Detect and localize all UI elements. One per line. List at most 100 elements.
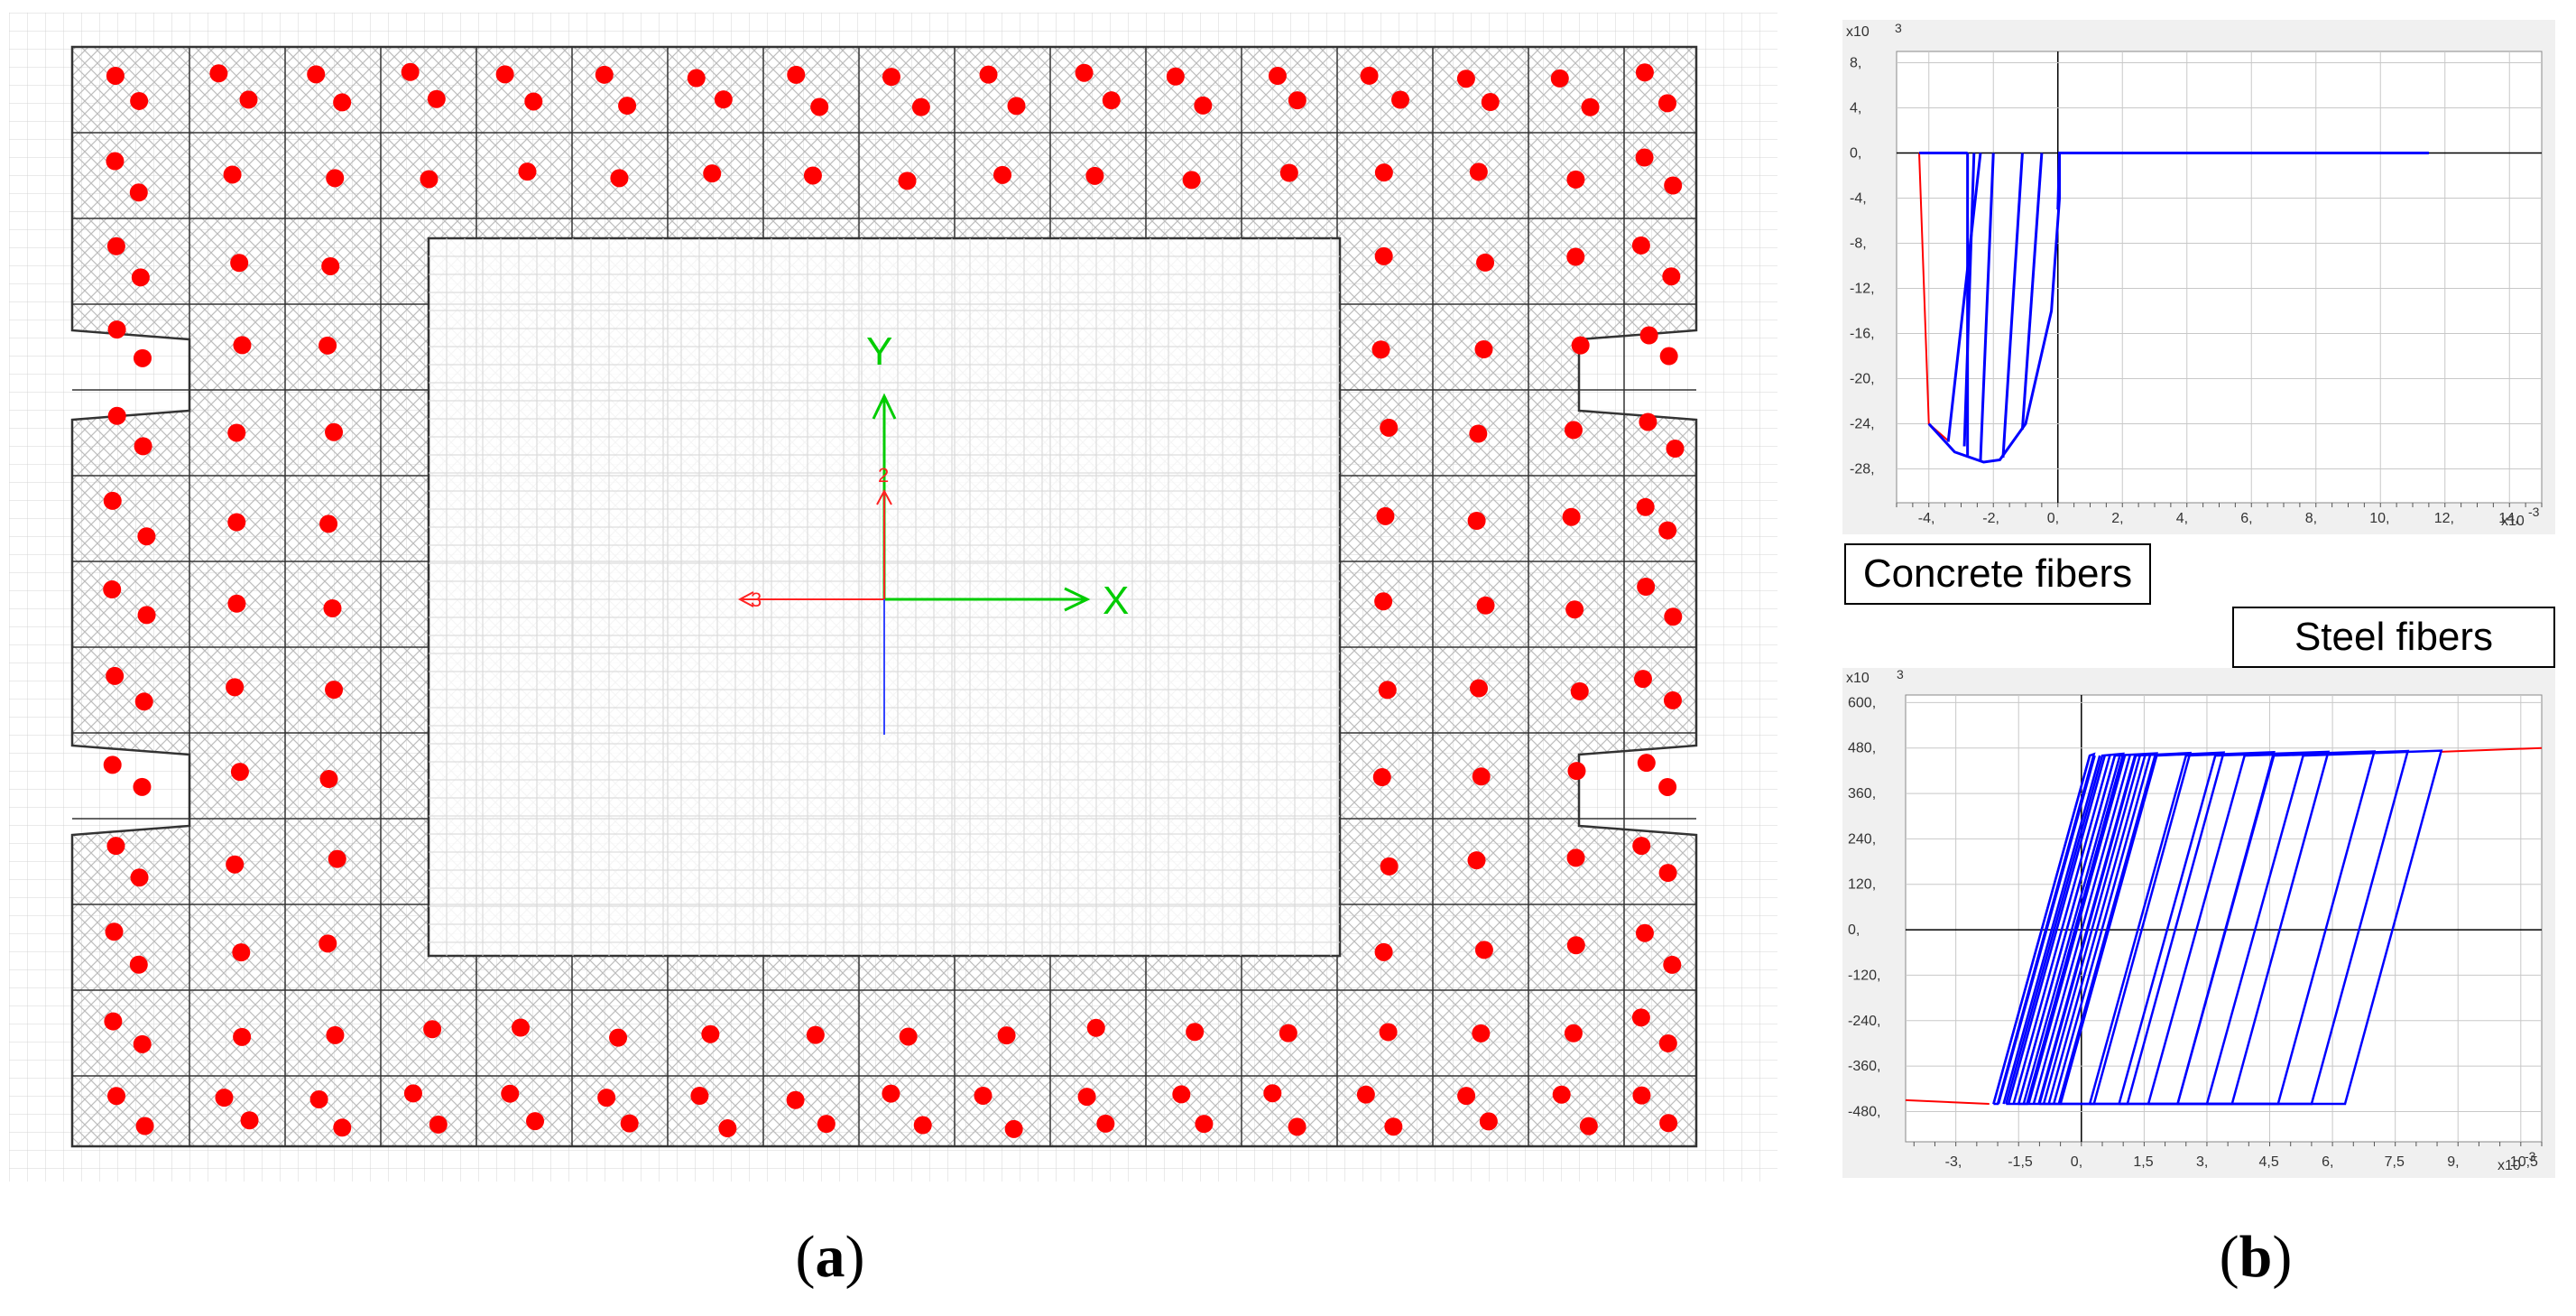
- rebar-dot: [810, 97, 829, 116]
- rebar-dot: [1007, 97, 1026, 116]
- steel-y-multiplier: x10: [1846, 671, 1870, 686]
- rebar-dot: [1279, 1024, 1297, 1043]
- rebar-dot: [427, 89, 446, 108]
- rebar-dot: [240, 1111, 259, 1130]
- rebar-dot: [209, 64, 228, 83]
- rebar-dot: [1571, 336, 1590, 355]
- cycle-line: [1962, 153, 1976, 447]
- concrete-curves: [1918, 152, 2429, 464]
- y-tick-label: 0,: [1848, 922, 1860, 938]
- cycle-line: [1979, 153, 1995, 461]
- concrete-y-multiplier: x10: [1846, 24, 1870, 40]
- rebar-dot: [227, 594, 246, 613]
- rebar-dot: [609, 1028, 628, 1047]
- elastic-branch: [1997, 755, 2096, 1105]
- rebar-dot: [526, 1112, 545, 1131]
- hysteresis-loop: [2205, 749, 2443, 1106]
- rebar-dot: [1469, 424, 1488, 443]
- rebar-dot: [233, 336, 252, 355]
- rebar-dot: [618, 97, 637, 116]
- rebar-dot: [230, 763, 249, 782]
- y-tick-label: -360,: [1848, 1059, 1880, 1074]
- rebar-dot: [106, 152, 125, 171]
- rebar-dot: [1102, 91, 1121, 110]
- axis-2-arrow: [876, 488, 892, 505]
- concrete-fibers-label: Concrete fibers: [1844, 543, 2151, 605]
- rebar-dot: [104, 1012, 123, 1031]
- y-tick-label: -28,: [1850, 462, 1875, 477]
- elastic-branch: [2002, 755, 2101, 1105]
- rebar-dot: [1378, 681, 1397, 700]
- elastic-branch: [2022, 755, 2121, 1105]
- rebar-dot: [1658, 1033, 1677, 1052]
- concrete-y-exponent: 3: [1895, 21, 1902, 35]
- rebar-dot: [309, 1089, 328, 1108]
- rebar-dot: [1567, 762, 1586, 781]
- rebar-dot: [1096, 1114, 1115, 1133]
- y-tick-label: 4,: [1850, 101, 1861, 116]
- steel-y-exponent: 3: [1897, 668, 1904, 681]
- rebar-dot: [325, 681, 344, 700]
- rebar-dot: [597, 1089, 616, 1107]
- y-axis-arrow: [872, 393, 897, 420]
- rebar-dot: [1374, 246, 1393, 265]
- rebar-dot: [1550, 69, 1569, 88]
- rebar-dot: [882, 68, 900, 87]
- rebar-dot: [817, 1115, 836, 1134]
- x-tick-label: 8,: [2305, 511, 2317, 526]
- rebar-dot: [1004, 1119, 1023, 1138]
- rebar-dot: [1666, 440, 1685, 459]
- rebar-dot: [333, 93, 352, 112]
- rebar-dot: [1639, 326, 1658, 345]
- rebar-dot: [423, 1020, 442, 1039]
- rebar-dot: [714, 90, 733, 109]
- rebar-dot: [1570, 681, 1589, 700]
- elastic-branch: [1992, 755, 2091, 1105]
- rebar-dot: [1663, 955, 1682, 974]
- rebar-dot: [1469, 162, 1488, 181]
- elastic-branch: [2037, 755, 2137, 1105]
- rebar-dot: [1467, 512, 1486, 531]
- rebar-dot: [1636, 497, 1655, 516]
- x-tick-label: 7,5: [2385, 1154, 2405, 1170]
- rebar-dot: [1374, 942, 1393, 961]
- rebar-dot: [518, 162, 537, 181]
- rebar-dot: [1581, 97, 1600, 116]
- rebar-dot: [107, 1087, 126, 1106]
- rebar-dot: [134, 692, 153, 711]
- rebar-dot: [319, 934, 337, 953]
- x-tick-label: 14,: [2498, 511, 2518, 526]
- rebar-dot: [319, 514, 338, 533]
- rebar-dot: [130, 91, 149, 110]
- x-tick-label: 10,: [2369, 511, 2389, 526]
- rebar-dot: [1658, 94, 1677, 113]
- rebar-dot: [1356, 1085, 1375, 1104]
- rebar-dot: [993, 165, 1012, 184]
- rebar-dot: [133, 1034, 152, 1053]
- rebar-dot: [106, 666, 125, 685]
- rebar-dot: [307, 65, 326, 84]
- cycle-line: [2020, 153, 2044, 430]
- x-tick-label: 0,: [2047, 511, 2059, 526]
- rebar-dot: [1166, 67, 1185, 86]
- elastic-branch: [2052, 755, 2152, 1105]
- rebar-dot: [107, 406, 126, 425]
- rebar-dot: [227, 513, 246, 532]
- rebar-dot: [1552, 1085, 1571, 1104]
- cycle-line: [2001, 153, 2024, 459]
- rebar-dot: [1566, 848, 1585, 867]
- rebar-dot: [1564, 1024, 1583, 1043]
- y-tick-label: -12,: [1850, 282, 1875, 297]
- rebar-dot: [1635, 63, 1654, 82]
- rebar-dot: [323, 598, 342, 617]
- local-axes: Y X 2 3: [737, 329, 1129, 735]
- rebar-dot: [1288, 91, 1306, 110]
- rebar-dot: [223, 165, 242, 184]
- rebar-dot: [1659, 1114, 1678, 1133]
- concrete-x-exponent: -3: [2528, 505, 2540, 519]
- rebar-fibers: [103, 62, 1685, 1138]
- rebar-dot: [107, 320, 126, 339]
- rebar-dot: [1658, 864, 1677, 883]
- rebar-dot: [524, 92, 543, 111]
